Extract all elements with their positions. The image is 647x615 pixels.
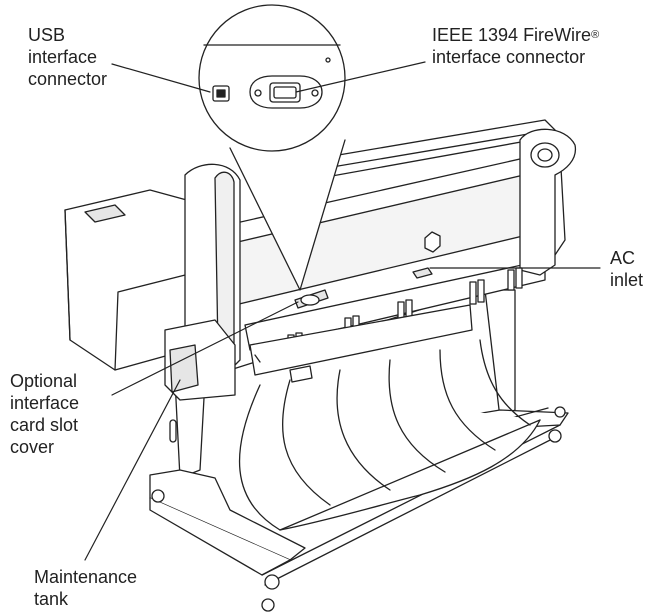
paper-basket <box>238 339 541 531</box>
maintenance-tank-label: Maintenance tank <box>34 567 138 609</box>
firewire-port-icon <box>249 75 323 109</box>
interface-card-slot-cover-label: Optional interface card slot cover <box>10 371 80 457</box>
firewire-connector-label: IEEE 1394 FireWire® interface connector <box>432 25 600 67</box>
connector-magnifier <box>198 4 346 291</box>
usb-port-icon <box>212 85 230 102</box>
ac-inlet-label: AC inlet <box>610 248 644 290</box>
leader-lines <box>84 61 601 561</box>
usb-connector-label: USB interface connector <box>28 25 108 89</box>
